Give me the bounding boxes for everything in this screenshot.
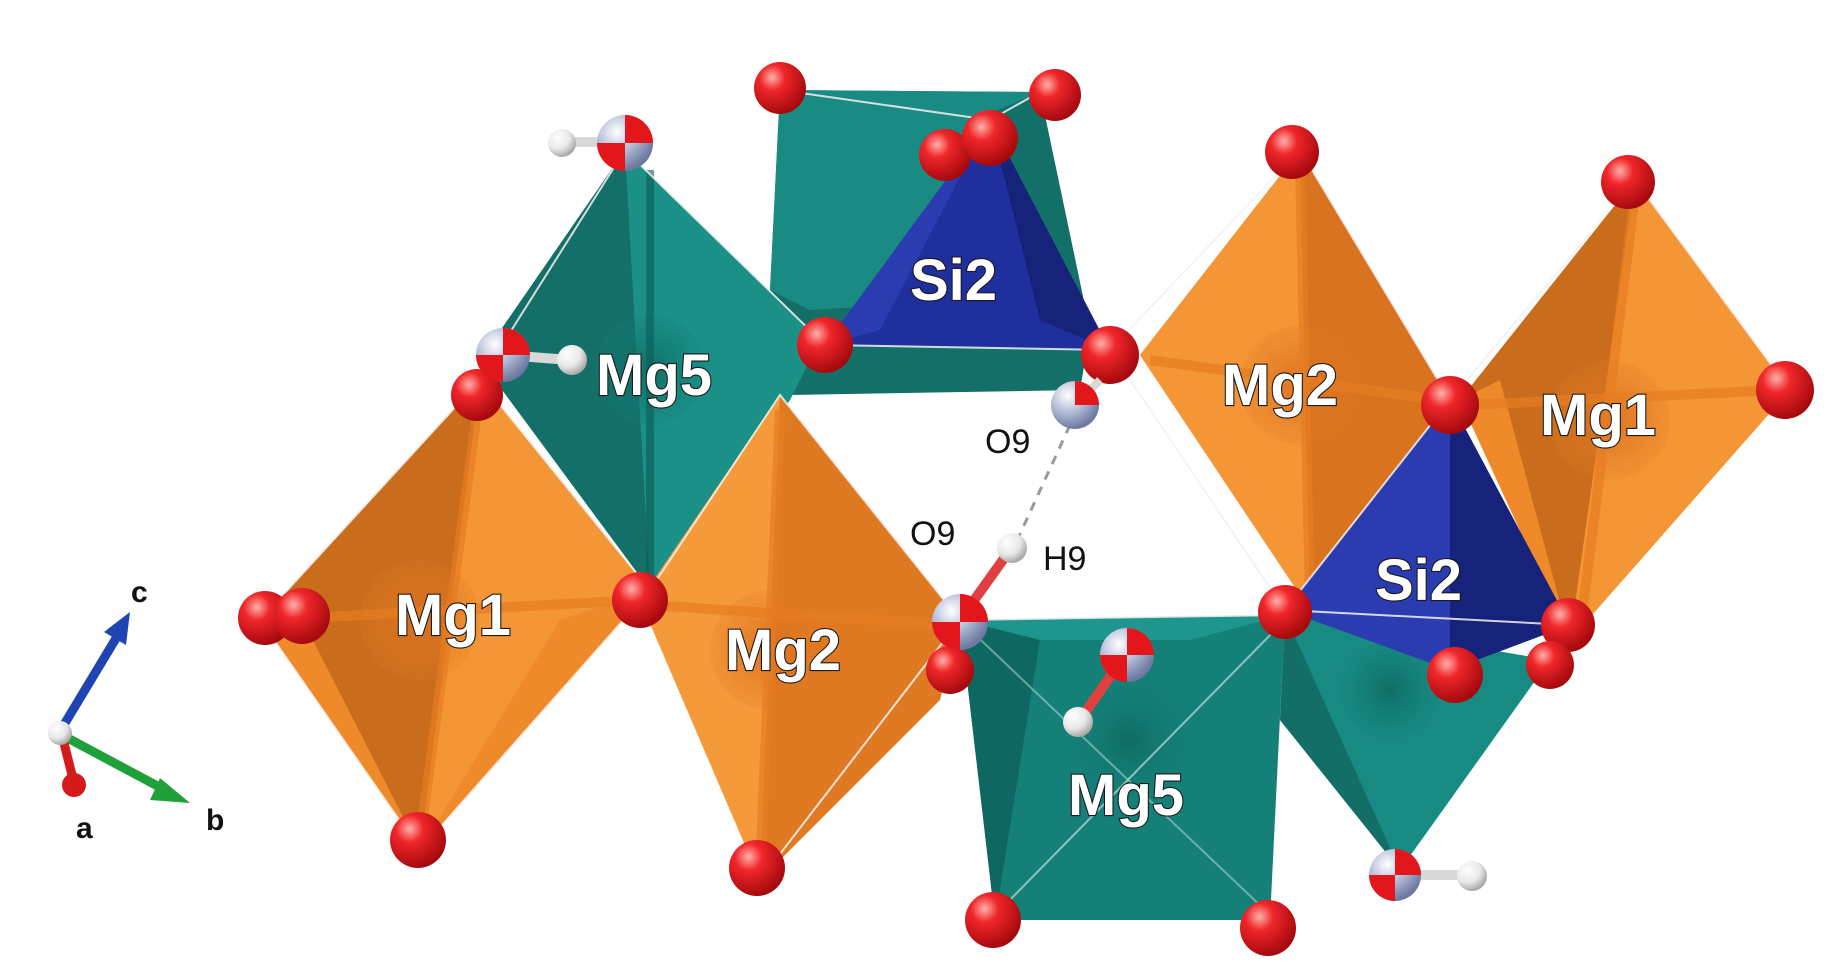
label-mg2-left: Mg2 bbox=[725, 618, 841, 683]
oxygen-atom bbox=[612, 572, 668, 628]
oxygen-atom bbox=[754, 62, 806, 114]
oxygen-atoms bbox=[238, 62, 1814, 956]
mg5-octahedron-bottom bbox=[960, 615, 1285, 920]
oxygen-atom bbox=[1029, 69, 1081, 121]
oxygen-atom bbox=[962, 110, 1018, 166]
mg1-octahedron-left bbox=[260, 380, 650, 850]
oxygen-atom bbox=[919, 129, 971, 181]
oxygen-atom bbox=[1601, 155, 1655, 209]
hydroxyl-groups bbox=[476, 115, 1487, 901]
oxygen-atom bbox=[1265, 125, 1319, 179]
label-o9-upper: O9 bbox=[985, 423, 1030, 461]
label-o9-lower: O9 bbox=[910, 515, 955, 553]
label-mg2-right: Mg2 bbox=[1222, 353, 1338, 418]
axis-c-arrowhead bbox=[104, 612, 130, 645]
hydrogen-atom bbox=[1063, 707, 1093, 737]
mg1-octahedron-right bbox=[1460, 180, 1790, 640]
label-mg5-bottom: Mg5 bbox=[1068, 763, 1184, 828]
label-si2-top: Si2 bbox=[910, 248, 997, 313]
axis-origin bbox=[48, 721, 72, 745]
oxygen-atom bbox=[1541, 598, 1595, 652]
oxygen-atom bbox=[274, 588, 330, 644]
oxygen-atom bbox=[729, 840, 785, 896]
oxygen-atom bbox=[926, 646, 974, 694]
oxygen-atom bbox=[1081, 326, 1139, 384]
hydrogen-atom bbox=[548, 129, 576, 157]
label-mg1-right: Mg1 bbox=[1540, 383, 1656, 448]
oxygen-atom bbox=[1427, 647, 1483, 703]
mg2-octahedron-right bbox=[1140, 150, 1450, 610]
mg2-octahedron-left bbox=[640, 395, 960, 880]
oxygen-atom bbox=[390, 812, 446, 868]
oxygen-atom bbox=[1421, 376, 1479, 434]
label-mg5-top: Mg5 bbox=[596, 343, 712, 408]
axis-triad: c b a bbox=[48, 576, 224, 845]
oxygen-atom bbox=[965, 892, 1021, 948]
oxygen-atom bbox=[1756, 361, 1814, 419]
axis-label-a: a bbox=[76, 812, 93, 845]
axis-b-arrowhead bbox=[150, 778, 190, 803]
axis-b-arrow bbox=[59, 731, 168, 794]
oxygen-atom bbox=[1240, 900, 1296, 956]
oxygen-atom bbox=[1526, 641, 1574, 689]
si2-tetrahedron-right bbox=[1285, 400, 1570, 670]
label-h9: H9 bbox=[1043, 540, 1086, 578]
oxygen-atom bbox=[797, 317, 853, 373]
hydrogen-atom bbox=[997, 533, 1027, 563]
label-si2-right: Si2 bbox=[1375, 548, 1462, 613]
axis-label-c: c bbox=[131, 576, 148, 609]
axis-a-arrowhead bbox=[62, 773, 86, 797]
oxygen-atom bbox=[1258, 585, 1312, 639]
axis-c-arrow bbox=[58, 632, 122, 731]
label-mg1-left: Mg1 bbox=[395, 583, 511, 648]
hydrogen-bond-dashed bbox=[1013, 424, 1072, 546]
hydrogen-atom bbox=[1457, 861, 1487, 891]
oxygen-atom bbox=[451, 369, 503, 421]
axis-label-b: b bbox=[206, 804, 224, 837]
hydrogen-atom bbox=[557, 345, 587, 375]
